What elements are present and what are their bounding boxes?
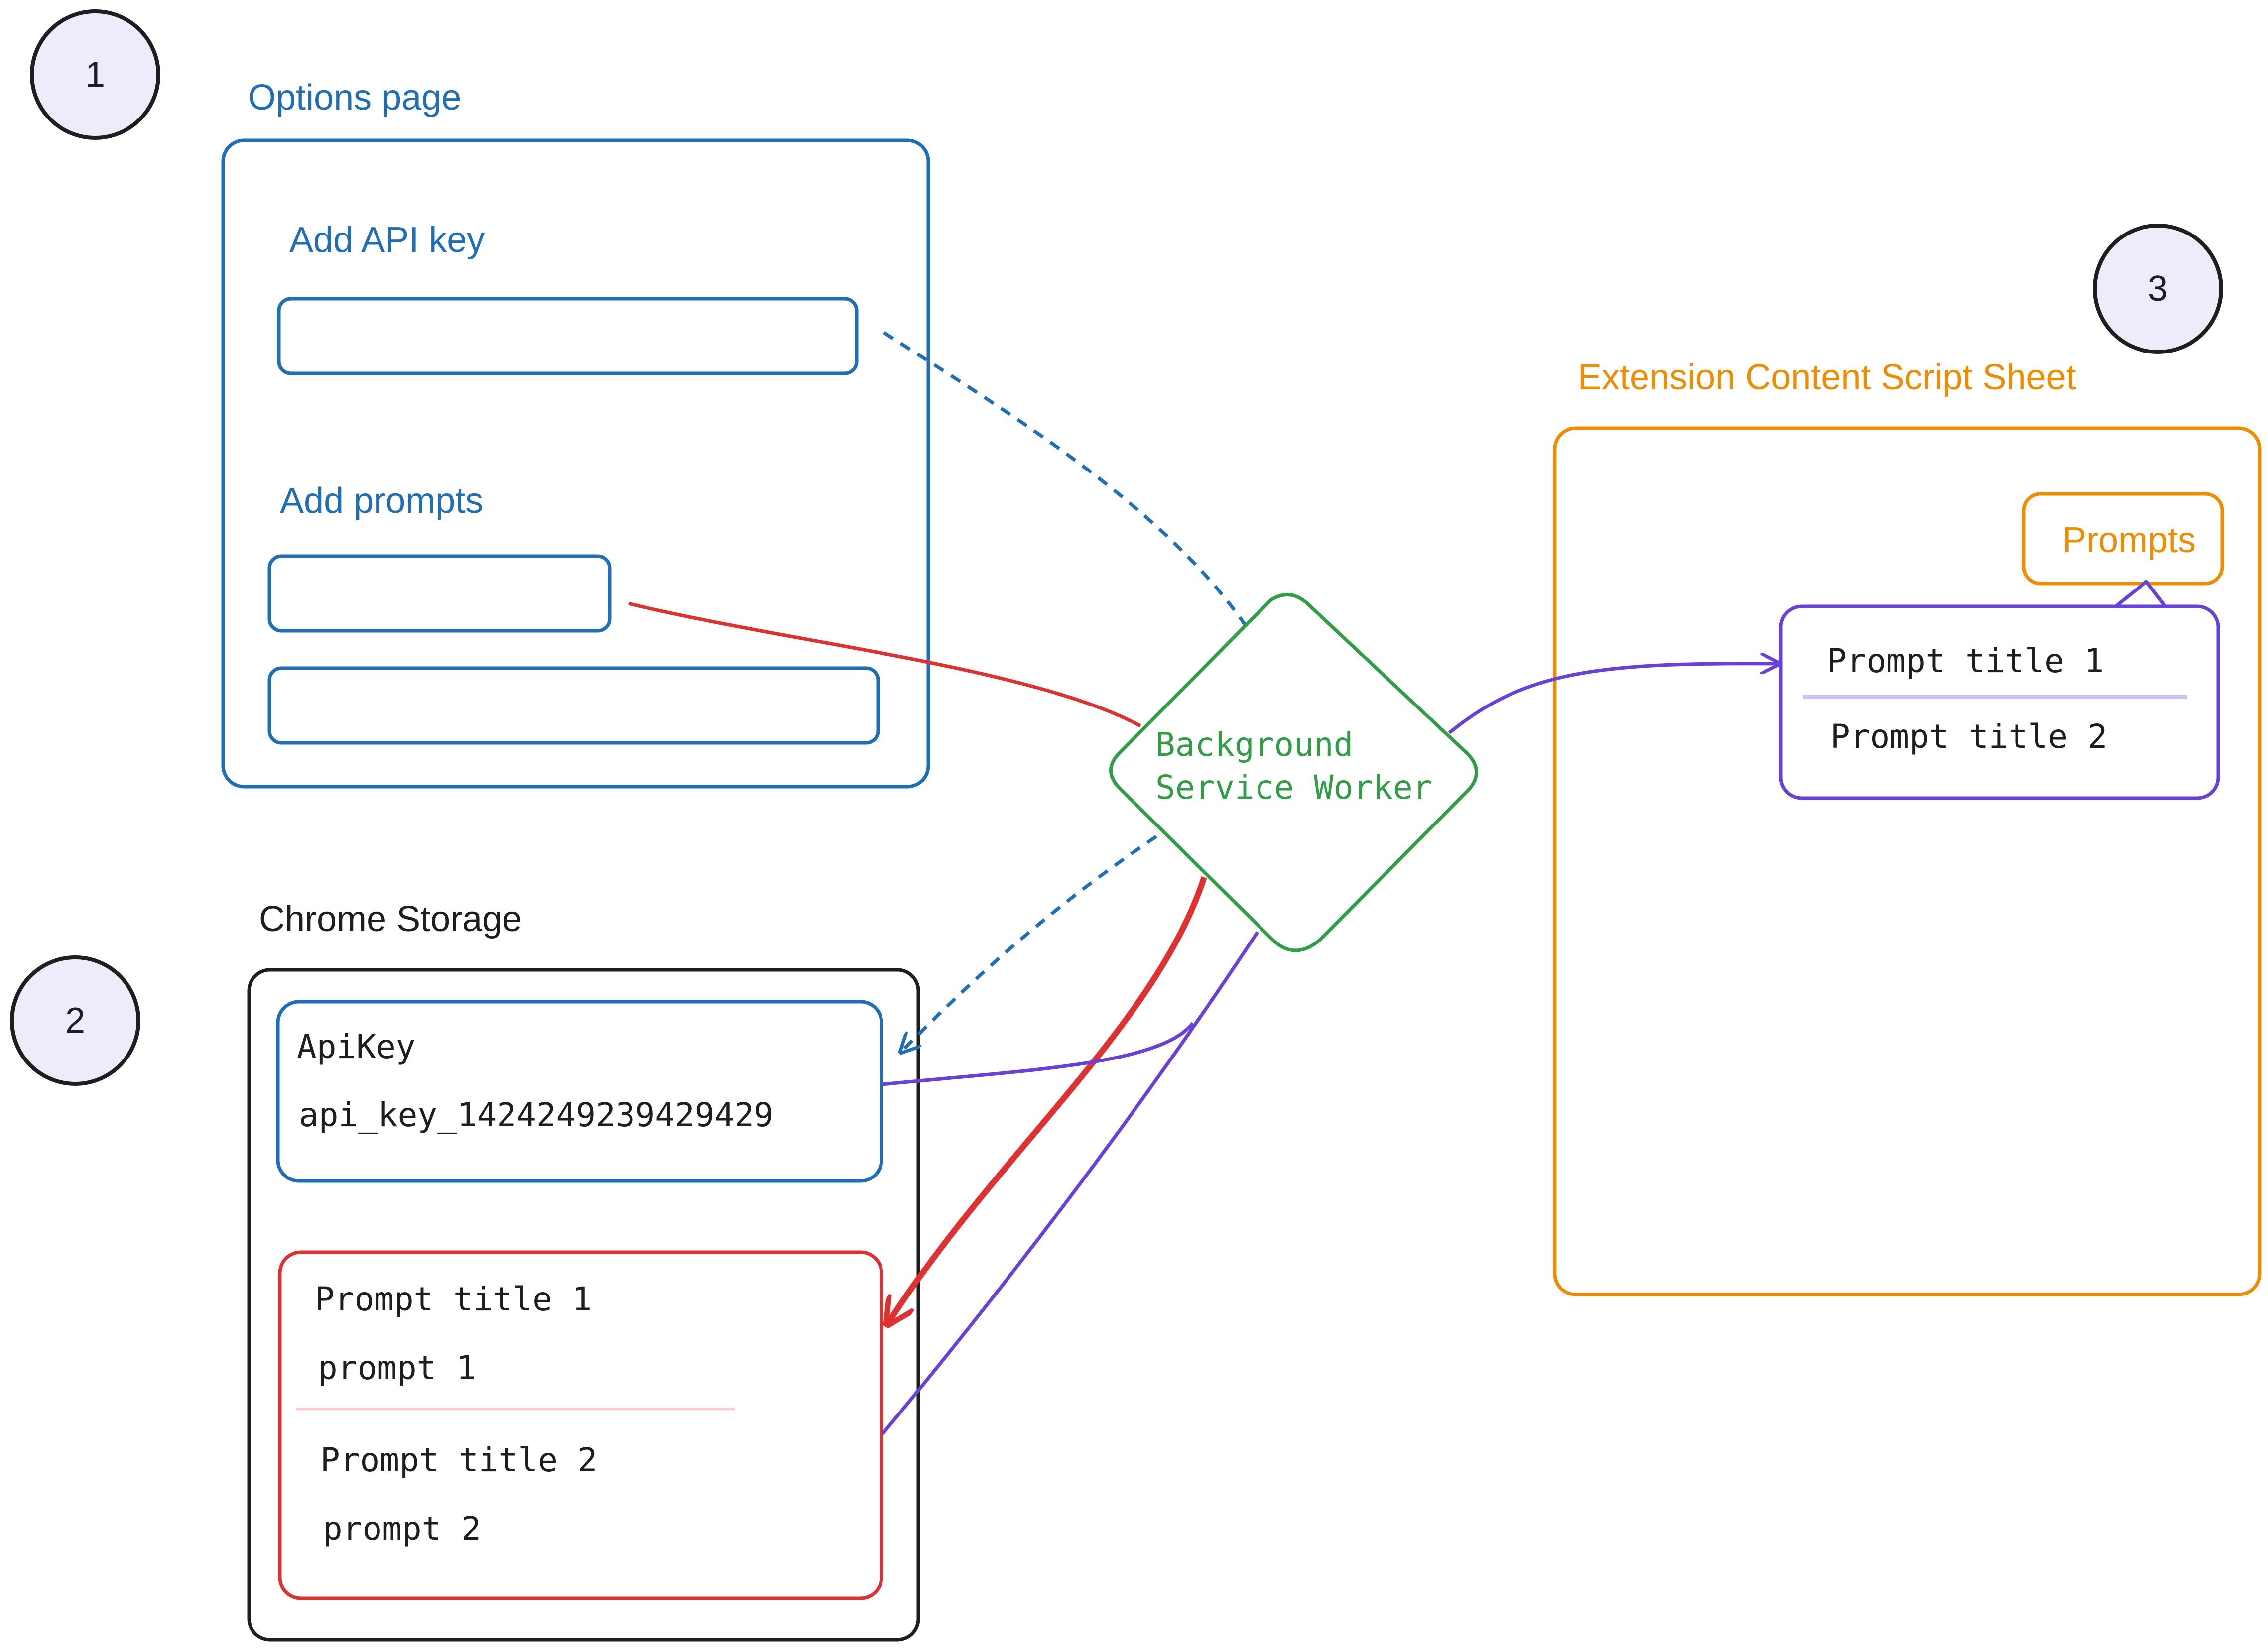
- service-worker-node: Background Service Worker: [1109, 593, 1478, 952]
- prompts-record: [278, 1250, 883, 1600]
- step-3-badge: 3: [2093, 224, 2223, 354]
- prompts-label: Add prompts: [280, 481, 483, 521]
- dropdown-item-2[interactable]: Prompt title 2: [1830, 717, 2107, 756]
- service-worker-label-line-1: Background: [1155, 725, 1353, 764]
- options-page-frame: [221, 138, 930, 789]
- prompt-title-input[interactable]: [267, 554, 612, 633]
- stored-prompt-text-2: prompt 2: [323, 1510, 481, 1548]
- step-2-number: 2: [65, 1001, 85, 1041]
- service-worker-label-line-2: Service Worker: [1155, 768, 1432, 807]
- api-key-label: Add API key: [289, 220, 485, 260]
- prompts-dropdown: [1779, 604, 2220, 800]
- dropdown-caret: [2114, 580, 2167, 608]
- content-script-title: Extension Content Script Sheet: [1578, 357, 2076, 397]
- stored-prompt-title-2: Prompt title 2: [320, 1441, 597, 1479]
- worker-to-content-script-connector: [1448, 664, 1777, 734]
- options-page-title: Options page: [248, 78, 461, 118]
- api-key-input[interactable]: [277, 297, 859, 375]
- prompts-button[interactable]: [2022, 492, 2224, 586]
- step-1-number: 1: [85, 55, 105, 95]
- step-1-badge: 1: [30, 9, 160, 140]
- storage-frame: [247, 968, 920, 1642]
- prompt-to-worker-connector: [628, 601, 1141, 728]
- storage-title: Chrome Storage: [259, 899, 522, 939]
- step-3-number: 3: [2148, 269, 2168, 309]
- stored-prompt-text-1: prompt 1: [318, 1349, 476, 1387]
- api-key-to-worker-connector: [883, 331, 1247, 626]
- content-script-frame: [1553, 426, 2262, 1296]
- prompts-button-label: Prompts: [2062, 520, 2196, 560]
- api-key-value: api_key_1424249239429429: [299, 1096, 774, 1134]
- step-2-badge: 2: [10, 955, 140, 1086]
- worker-to-storage-apikey-connector: [902, 835, 1157, 1051]
- service-worker-shape: [1109, 593, 1478, 952]
- worker-to-storage-prompts-connector: [889, 876, 1207, 1322]
- prompt-text-input[interactable]: [267, 666, 880, 745]
- storage-prompts-read-connector: [881, 931, 1259, 1435]
- api-key-name: ApiKey: [297, 1028, 415, 1066]
- storage-apikey-read-connector: [882, 1022, 1194, 1086]
- api-key-record: [276, 1000, 883, 1183]
- stored-prompt-title-1: Prompt title 1: [315, 1280, 592, 1318]
- dropdown-item-1[interactable]: Prompt title 1: [1827, 642, 2104, 680]
